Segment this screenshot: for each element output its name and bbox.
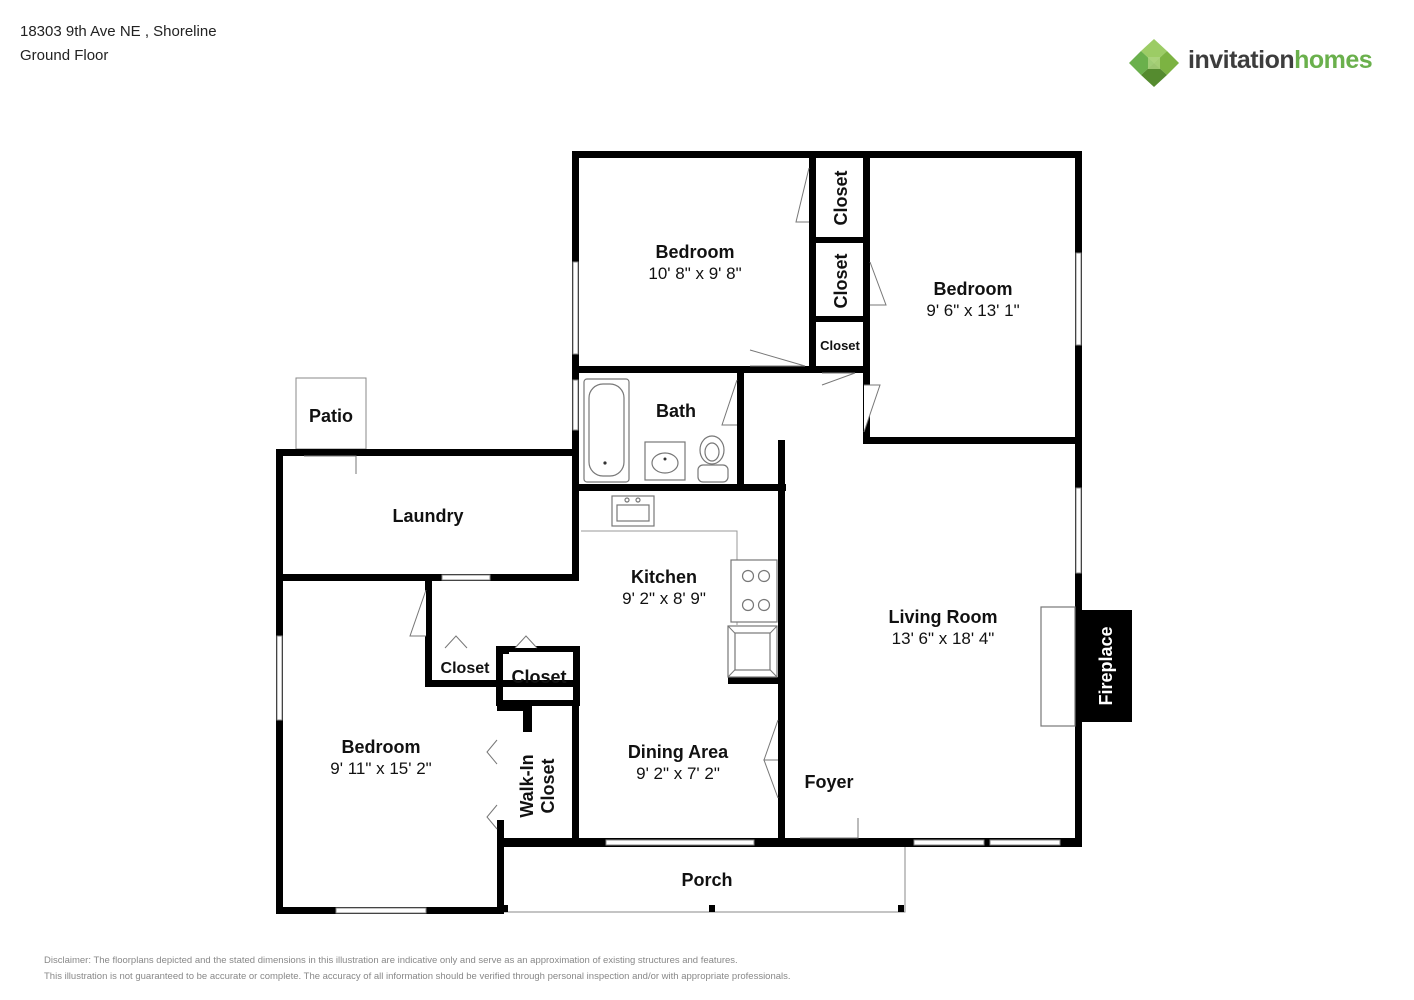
bedroom-right-dims: 9' 6" x 13' 1" [926, 301, 1019, 320]
doors [304, 167, 887, 839]
fireplace [1082, 610, 1132, 722]
closet-2-label: Closet [831, 253, 851, 308]
walk-in-closet-label-1: Walk-In [517, 754, 537, 817]
windows [276, 252, 1082, 914]
fireplace-label: Fireplace [1096, 626, 1116, 705]
walk-in-closet-label-2: Closet [538, 758, 558, 813]
foyer-label: Foyer [804, 772, 853, 792]
kitchen-label: Kitchen [631, 567, 697, 587]
floor-label: Ground Floor [20, 47, 109, 64]
bedroom-top-dims: 10' 8" x 9' 8" [648, 264, 741, 283]
bath-label: Bath [656, 401, 696, 421]
bedroom-left-label: Bedroom [341, 737, 420, 757]
closet-3-label: Closet [820, 338, 860, 353]
porch-label: Porch [681, 870, 732, 890]
toilet-icon [697, 435, 729, 483]
fixtures [581, 378, 1132, 727]
disclaimer-line-1: Disclaimer: The floorplans depicted and … [44, 955, 738, 966]
closet-5-label: Closet [511, 667, 566, 687]
kitchen-dims: 9' 2" x 8' 9" [622, 589, 706, 608]
living-room-label: Living Room [889, 607, 998, 627]
bedroom-top-label: Bedroom [655, 242, 734, 262]
refrigerator-icon [727, 625, 778, 678]
closet-4-label: Closet [441, 660, 491, 677]
kitchen-sink-icon [611, 495, 655, 527]
living-room-dims: 13' 6" x 18' 4" [892, 629, 995, 648]
logo-word-homes: homes [1294, 46, 1373, 74]
patio-label: Patio [309, 406, 353, 426]
dining-area-label: Dining Area [628, 742, 729, 762]
bedroom-left-dims: 9' 11" x 15' 2" [330, 759, 431, 778]
stove-icon [730, 559, 778, 623]
closet-1-label: Closet [831, 170, 851, 225]
dining-area-dims: 9' 2" x 7' 2" [636, 764, 720, 783]
company-logo-icon [1129, 39, 1179, 87]
walls [276, 151, 1082, 914]
bedroom-right-label: Bedroom [933, 279, 1012, 299]
disclaimer-line-2: This illustration is not guaranteed to b… [44, 971, 791, 982]
laundry-label: Laundry [392, 506, 463, 526]
company-logo-text: invitationhomes [1188, 46, 1373, 75]
address-text: 18303 9th Ave NE , Shoreline [20, 23, 217, 40]
hearth [1040, 606, 1076, 727]
logo-word-invitation: invitation [1188, 46, 1295, 74]
